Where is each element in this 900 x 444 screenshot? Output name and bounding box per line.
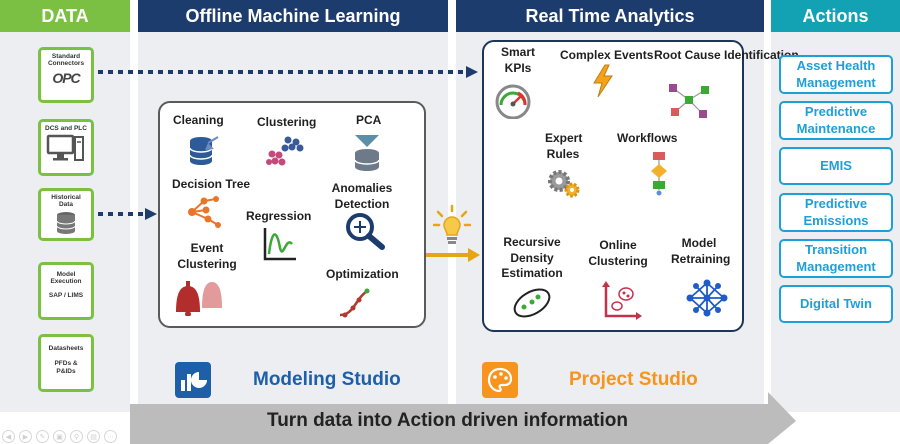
source-sub: SAP / LIMS xyxy=(48,291,84,299)
source-model-execution: Model Execution SAP / LIMS xyxy=(38,262,94,320)
subtitles-control[interactable]: ▤ xyxy=(87,430,100,443)
label-pca: PCA xyxy=(356,113,382,127)
source-label: Datasheets xyxy=(48,345,84,352)
label-cleaning: Cleaning xyxy=(173,113,224,127)
source-label: Model Execution xyxy=(50,271,82,286)
label-complex-events: Complex Events xyxy=(560,48,654,62)
neural-network-icon xyxy=(686,279,728,317)
label-clustering: Clustering xyxy=(257,115,317,129)
source-standard-connectors: Standard Connectors OPC xyxy=(38,47,94,103)
label-regression: Regression xyxy=(246,209,312,223)
header-offline: Offline Machine Learning xyxy=(138,0,448,32)
lightning-icon xyxy=(593,64,613,98)
project-studio-title: Project Studio xyxy=(569,369,698,390)
database-icon xyxy=(56,211,76,234)
slides-control[interactable]: ▣ xyxy=(53,430,66,443)
source-historical-data: Historical Data xyxy=(38,188,94,241)
gauge-icon xyxy=(495,84,531,119)
header-data: DATA xyxy=(0,0,130,32)
label-optimization: Optimization xyxy=(326,267,399,281)
label-root-cause: Root Cause Identification xyxy=(654,48,799,62)
header-realtime: Real Time Analytics xyxy=(456,0,764,32)
action-asset-health: Asset Health Management xyxy=(779,55,893,94)
label-workflows: Workflows xyxy=(617,131,678,145)
realtime-panel xyxy=(482,40,744,332)
project-studio-icon xyxy=(482,362,518,398)
source-sub: PFDs & P&IDs xyxy=(54,360,78,375)
pen-control[interactable]: ✎ xyxy=(36,430,49,443)
zoom-control[interactable]: ⚲ xyxy=(70,430,83,443)
opc-logo: OPC xyxy=(52,69,80,86)
source-label: DCS and PLC xyxy=(45,125,87,132)
decision-tree-icon xyxy=(188,196,221,228)
label-expert-rules: Expert Rules xyxy=(545,131,583,161)
label-decision-tree: Decision Tree xyxy=(172,177,251,191)
label-online-clustering: Online Clustering xyxy=(588,238,648,268)
lightbulb-icon xyxy=(433,204,471,244)
modeling-studio-title: Modeling Studio xyxy=(253,369,401,390)
label-model-retraining: Model Retraining xyxy=(671,236,731,266)
action-predictive-emissions: Predictive Emissions xyxy=(779,193,893,232)
bells-icon xyxy=(176,281,222,316)
gears-icon xyxy=(548,170,580,198)
workflow-icon xyxy=(651,152,667,196)
optimization-icon xyxy=(339,288,370,318)
action-transition-management: Transition Management xyxy=(779,239,893,278)
action-digital-twin: Digital Twin xyxy=(779,285,893,323)
prev-slide-control[interactable]: ◀ xyxy=(2,430,15,443)
action-emis: EMIS xyxy=(779,147,893,185)
next-slide-control[interactable]: ▶ xyxy=(19,430,32,443)
magnifier-icon xyxy=(346,213,385,250)
label-anomalies-detection: Anomalies Detection xyxy=(331,181,393,211)
source-dcs-plc: DCS and PLC xyxy=(38,119,94,176)
banner-text: Turn data into Action driven information xyxy=(267,410,628,431)
root-cause-network-icon xyxy=(669,84,709,118)
more-options-control[interactable]: ⋯ xyxy=(104,430,117,443)
label-event-clustering: Event Clustering xyxy=(177,241,237,271)
computer-icon xyxy=(46,135,84,162)
modeling-studio-icon xyxy=(175,362,211,398)
database-clean-icon xyxy=(189,136,219,165)
online-clustering-icon xyxy=(602,281,642,320)
clustering-icon xyxy=(266,136,304,166)
source-label: Historical Data xyxy=(51,194,81,209)
source-label: Standard Connectors xyxy=(47,53,85,68)
regression-chart-icon xyxy=(263,228,296,261)
pca-database-icon xyxy=(354,135,380,171)
action-predictive-maintenance: Predictive Maintenance xyxy=(779,101,893,140)
source-datasheets: Datasheets PFDs & P&IDs xyxy=(38,334,94,392)
density-ellipse-icon xyxy=(513,288,551,318)
header-actions: Actions xyxy=(771,0,900,32)
label-smart-kpis: Smart KPIs xyxy=(500,45,535,75)
label-recursive-density: Recursive Density Estimation xyxy=(501,235,563,281)
